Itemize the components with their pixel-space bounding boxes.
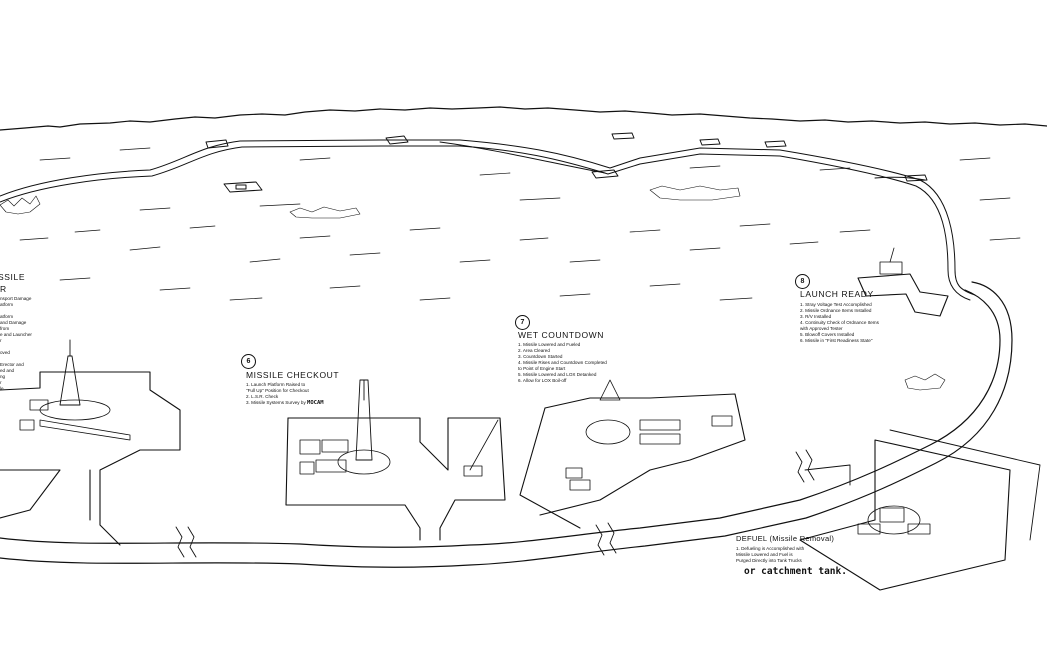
station-number-badge: 6 [241,354,256,369]
step: oved [0,350,10,355]
main-road [0,281,1013,568]
step: ed and [0,368,15,373]
station-wet-countdown-steps: 1. Missile Lowered and Fueled 2. Area Cl… [518,342,668,384]
station-checkout-steps: 1. Launch Platform Raised to "Full Up" P… [246,382,386,406]
step: with Approved Tester [800,326,843,331]
step: r [0,338,2,343]
station-checkout-title: MISSILE CHECKOUT [246,370,340,380]
step: 6. Allow for LOX Boil-off [518,378,567,383]
handwritten-note: or catchment tank. [744,566,847,577]
step: atform [0,302,14,307]
step: from [0,326,10,331]
step: 1. Stray Voltage Test Accomplished [800,302,872,307]
step: le [0,386,4,391]
step: 5. Blowoff Covers Installed [800,332,855,337]
station-erector-label: SSILE R nsport Damage atform atform and … [0,272,48,402]
step: 1. Missile Lowered and Fueled [518,342,581,347]
mountain-horizon [0,106,1047,131]
step-text: 3. Missile Systems Survey by [246,400,306,405]
station-launch-ready-title: LAUNCH READY [800,289,874,299]
step: nsport Damage [0,296,32,301]
pad-checkout [285,379,506,541]
step: 3. R/V Installed [800,314,832,319]
step: Missile Lowered and Fuel is [736,552,793,557]
step: 1. Defueling is Accomplished with [736,546,805,551]
step: Purged Directly into Tank Trucks [736,558,802,563]
station-wet-countdown-title: WET COUNTDOWN [518,330,605,340]
pad-wet-countdown [519,379,746,529]
station-erector-steps: nsport Damage atform atform and Damage f… [0,296,32,392]
step: 2. Missile Ordnance Items Installed [800,308,872,313]
pad-launch-ready [857,247,949,317]
step: 1. Launch Platform Raised to [246,382,306,387]
step: 3. Missile Systems Survey by MOCAM [246,400,386,406]
step: 3. Countdown Started [518,354,563,359]
brush-clusters [0,185,946,391]
distant-road-network [0,139,976,301]
pad-erector [0,339,181,546]
handwritten-note: MOCAM [307,400,324,406]
step: atform [0,314,14,319]
step: Erector and [0,362,24,367]
step: 2. Area Cleared [518,348,550,353]
step: e and Launcher [0,332,32,337]
step: 4. Missile Rises and Countdown Completed [518,360,607,365]
pad-defuel [799,429,1041,591]
step: "Full Up" Position for Checkout [246,388,309,393]
step: to Point of Engine Start [518,366,566,371]
station-defuel-steps: 1. Defueling is Accomplished with Missil… [736,546,856,564]
step: ng [0,374,6,379]
distant-launch-pads [205,132,928,193]
station-defuel-title: DEFUEL (Missile Removal) [736,534,835,543]
station-launch-ready-steps: 1. Stray Voltage Test Accomplished 2. Mi… [800,302,950,344]
station-erector-subtitle: R [0,284,7,294]
terrain-hatching [19,147,1021,301]
step: 6. Missile in "First Readiness State" [800,338,873,343]
step: 5. Missile Lowered and LOX Detanked [518,372,597,377]
step: 2. L.S.R. Check [246,394,279,399]
station-erector-title: SSILE [0,272,26,282]
step: and Damage [0,320,27,325]
step: r [0,380,2,385]
step: 4. Continuity Check of Ordnance Items [800,320,879,325]
station-number-badge: 8 [795,274,810,289]
station-number-badge: 7 [515,315,530,330]
